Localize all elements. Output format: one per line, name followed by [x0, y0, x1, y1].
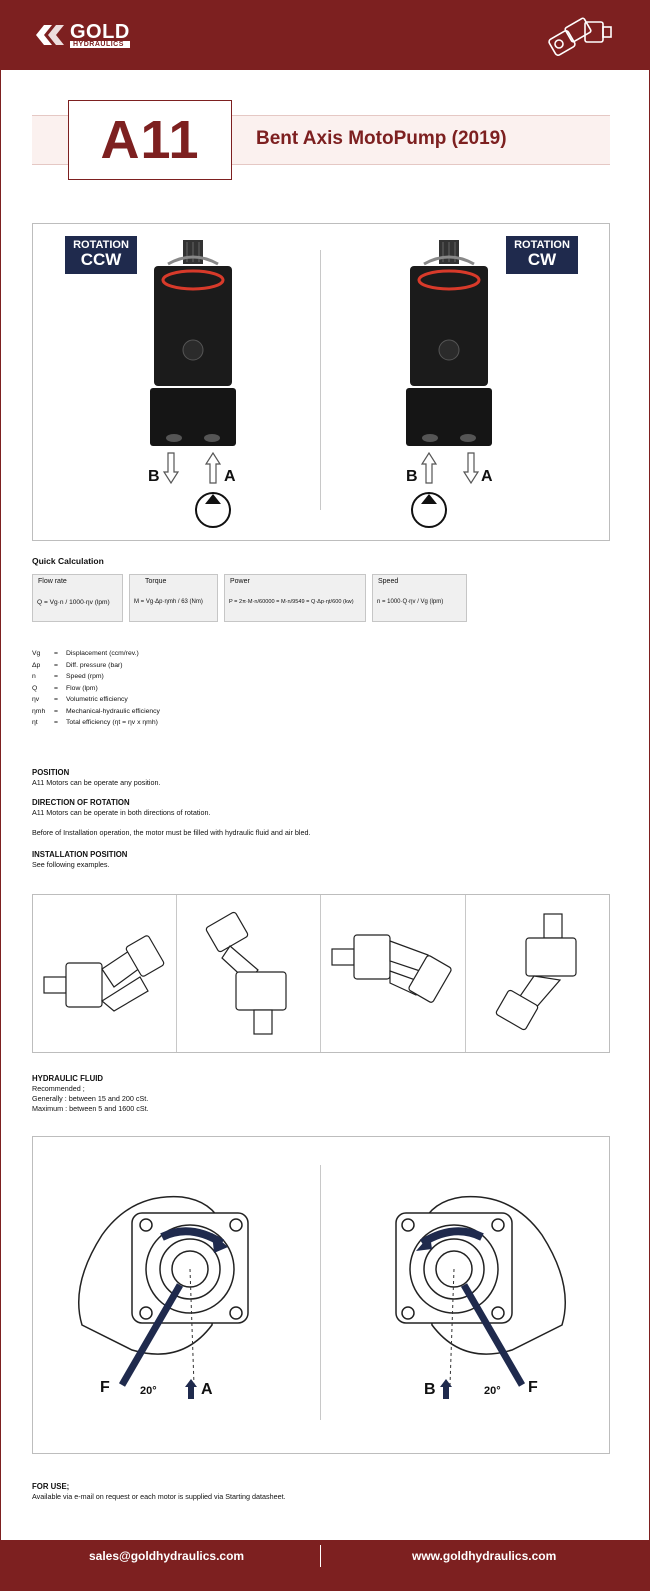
flange-left-image: [78, 1195, 249, 1387]
badge-ccw-line2: CCW: [80, 250, 122, 269]
fluid-section: HYDRAULIC FLUID Recommended ; Generally …: [32, 1074, 149, 1114]
fluid-line2: Generally : between 15 and 200 cSt.: [32, 1094, 149, 1103]
motor-cw-image: [406, 240, 492, 446]
rotation-badge-ccw: ROTATION CCW: [65, 236, 137, 274]
header-bar: GOLD HYDRAULICS: [0, 0, 650, 70]
install-section: INSTALLATION POSITION See following exam…: [32, 850, 127, 870]
flow-right-port-label: B: [424, 1381, 436, 1398]
legend-row: ηmh=Mechanical-hydraulic efficiency: [32, 707, 160, 715]
legend-row: ηt=Total efficiency (ηt = ηv x ηmh): [32, 719, 158, 726]
calc-formula: P = 2π·M·n/60000 = M·n/9549 = Q·Δp·ηt/60…: [229, 599, 354, 605]
pump-symbol-icon: [411, 492, 447, 528]
direction-section: DIRECTION OF ROTATION A11 Motors can be …: [32, 798, 210, 818]
model-code: A11: [100, 110, 200, 170]
flange-right-image: [395, 1195, 566, 1387]
logo-word: GOLD: [70, 20, 130, 43]
for-use-section: FOR USE; Available via e-mail on request…: [32, 1482, 286, 1502]
calc-box-torque: Torque M = Vg·Δp·ηmh / 63 (Nm): [129, 574, 218, 622]
install-example-2-image: [205, 911, 287, 1035]
flow-right-angle: 20°: [484, 1385, 501, 1397]
install-example-4-image: [495, 913, 577, 1031]
position-title: POSITION: [32, 768, 70, 777]
arrow-up-icon: [205, 452, 221, 484]
calc-formula: Q = Vg·n / 1000·ηv (lpm): [37, 599, 110, 606]
rotation-divider: [320, 250, 321, 510]
logo: GOLD HYDRAULICS: [32, 22, 130, 48]
cw-port-a-label: A: [481, 468, 493, 485]
quick-calc-title: Quick Calculation: [32, 556, 104, 566]
logo-mark-icon: [36, 25, 64, 45]
calc-label: Flow rate: [38, 578, 67, 585]
flow-left-angle: 20°: [140, 1385, 157, 1397]
fluid-title: HYDRAULIC FLUID: [32, 1074, 104, 1083]
page-subtitle: Bent Axis MotoPump (2019): [256, 128, 507, 149]
logo-sub: HYDRAULICS: [70, 40, 130, 48]
legend-row: ηv=Volumetric efficiency: [32, 696, 128, 703]
fluid-line1: Recommended ;: [32, 1084, 85, 1093]
position-body: A11 Motors can be operate any position.: [32, 778, 161, 787]
legend-row: Q=Flow (lpm): [32, 684, 98, 692]
install-divider: [320, 895, 321, 1052]
arrow-up-icon: [185, 1379, 197, 1399]
rotation-badge-cw: ROTATION CW: [506, 236, 578, 274]
for-use-title: FOR USE;: [32, 1482, 70, 1491]
motor-ccw-image: [150, 240, 236, 446]
badge-ccw-line1: ROTATION: [73, 239, 129, 251]
model-box: A11: [68, 100, 232, 180]
calc-label: Power: [230, 578, 250, 585]
footer-divider: [320, 1545, 321, 1567]
calc-formula: M = Vg·Δp·ηmh / 63 (Nm): [134, 599, 203, 605]
flow-divider: [320, 1165, 321, 1420]
symbol-legend: Vg=Displacement (ccm/rev.) Δp=Diff. pres…: [32, 648, 160, 729]
arrow-down-icon: [463, 452, 479, 484]
footer-bar: sales@goldhydraulics.com www.goldhydraul…: [0, 1540, 650, 1591]
position-section: POSITION A11 Motors can be operate any p…: [32, 768, 161, 788]
for-use-body: Available via e-mail on request or each …: [32, 1492, 286, 1501]
arrow-down-icon: [163, 452, 179, 484]
calc-label: Speed: [378, 578, 399, 585]
ccw-port-b-label: B: [148, 468, 160, 485]
install-divider: [465, 895, 466, 1052]
calc-formula: n = 1000·Q·ηv / Vg (lpm): [377, 599, 444, 605]
rotation-panel: [32, 223, 610, 541]
install-example-3-image: [331, 934, 452, 1003]
install-example-1-image: [43, 935, 165, 1012]
arrow-up-icon: [421, 452, 437, 484]
direction-body: A11 Motors can be operate in both direct…: [32, 808, 211, 817]
footer-web-link[interactable]: www.goldhydraulics.com: [412, 1549, 557, 1563]
footer-email-link[interactable]: sales@goldhydraulics.com: [89, 1549, 245, 1563]
header-pump-icon: [548, 17, 612, 56]
arrow-up-icon: [440, 1379, 452, 1399]
install-body: See following examples.: [32, 860, 110, 869]
calc-box-flow: Flow rate Q = Vg·n / 1000·ηv (lpm): [32, 574, 123, 622]
install-title: INSTALLATION POSITION: [32, 850, 128, 859]
flow-left-f-label: F: [100, 1379, 110, 1396]
flow-left-port-label: A: [201, 1381, 213, 1398]
cw-port-b-label: B: [406, 468, 418, 485]
direction-title: DIRECTION OF ROTATION: [32, 798, 130, 807]
calc-box-speed: Speed n = 1000·Q·ηv / Vg (lpm): [372, 574, 467, 622]
badge-cw-line1: ROTATION: [514, 239, 570, 251]
pump-symbol-icon: [195, 492, 231, 528]
legend-row: n=Speed (rpm): [32, 673, 104, 680]
legend-row: Δp=Diff. pressure (bar): [32, 661, 123, 669]
calc-label: Torque: [145, 578, 167, 585]
legend-row: Vg=Displacement (ccm/rev.): [32, 650, 139, 657]
ccw-port-a-label: A: [224, 468, 236, 485]
flow-right-f-label: F: [528, 1379, 538, 1396]
fluid-line3: Maximum : between 5 and 1600 cSt.: [32, 1104, 149, 1113]
badge-cw-line2: CW: [527, 250, 557, 269]
calc-box-power: Power P = 2π·M·n/60000 = M·n/9549 = Q·Δp…: [224, 574, 366, 622]
before-note: Before of Installation operation, the mo…: [32, 828, 311, 837]
install-divider: [176, 895, 177, 1052]
